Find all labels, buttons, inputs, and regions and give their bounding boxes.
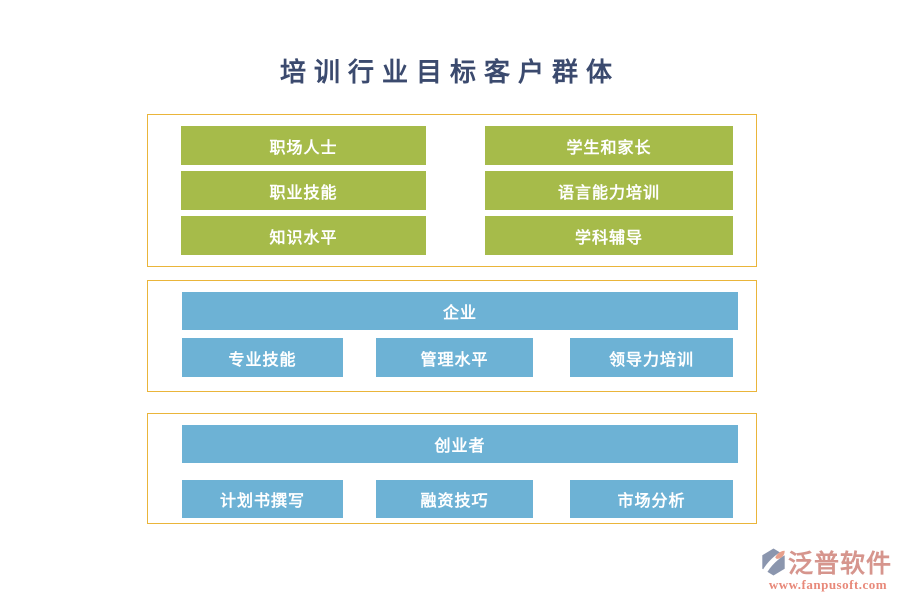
diagram-box-subject-tutoring: 学科辅导 bbox=[485, 216, 733, 255]
section-individual-customers: 职场人士 职业技能 知识水平 学生和家长 语言能力培训 学科辅导 bbox=[147, 114, 757, 267]
section-enterprise-customers: 企业 专业技能 管理水平 领导力培训 bbox=[147, 280, 757, 392]
page-title: 培训行业目标客户群体 bbox=[279, 58, 620, 87]
diagram-box-leadership-training: 领导力培训 bbox=[570, 338, 733, 377]
diagram-box-management-level: 管理水平 bbox=[376, 338, 533, 377]
diagram-header-enterprise: 企业 bbox=[182, 292, 738, 330]
diagram-box-financing-skills: 融资技巧 bbox=[376, 480, 533, 518]
diagram-header-entrepreneur: 创业者 bbox=[182, 425, 738, 463]
diagram-box-students-parents: 学生和家长 bbox=[485, 126, 733, 165]
brand-name: 泛普软件 bbox=[788, 551, 893, 578]
diagram-box-language-training: 语言能力培训 bbox=[485, 171, 733, 210]
section-entrepreneur-customers: 创业者 计划书撰写 融资技巧 市场分析 bbox=[147, 413, 757, 524]
brand-url: www.fanpusoft.com bbox=[768, 577, 888, 592]
diagram-box-market-analysis: 市场分析 bbox=[570, 480, 733, 518]
brand-logo: 泛普软件 www.fanpusoft.com bbox=[760, 547, 896, 593]
diagram-box-professionals: 职场人士 bbox=[181, 126, 426, 165]
diagram-box-business-plan-writing: 计划书撰写 bbox=[182, 480, 343, 518]
diagram-box-knowledge-level: 知识水平 bbox=[181, 216, 426, 255]
fanpu-logo-icon bbox=[761, 548, 787, 576]
diagram-box-vocational-skills: 职业技能 bbox=[181, 171, 426, 210]
diagram-box-professional-skills: 专业技能 bbox=[182, 338, 343, 377]
